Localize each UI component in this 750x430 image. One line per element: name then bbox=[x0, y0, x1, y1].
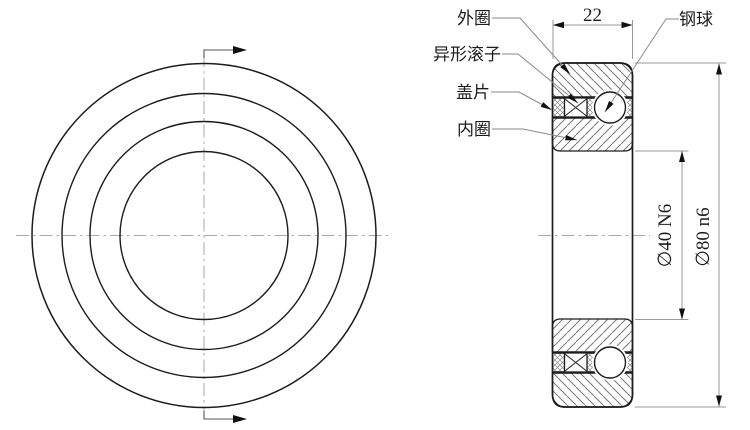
dimension-width-22: 22 bbox=[552, 5, 633, 59]
steel-ball-top bbox=[593, 91, 627, 124]
outer-ring-section-bottom bbox=[551, 371, 634, 408]
width-dimension-text: 22 bbox=[583, 5, 602, 26]
inner-ring-section-bottom bbox=[551, 318, 634, 354]
dimension-bore-40: ∅40 N6 bbox=[635, 150, 689, 320]
special-roller-top bbox=[563, 97, 588, 118]
outer-diameter-circle bbox=[31, 62, 377, 409]
inner-ring-section-top bbox=[551, 116, 634, 152]
label-outer-ring: 外圈 bbox=[457, 9, 571, 75]
steel-ball-bottom bbox=[593, 346, 627, 379]
section-arrow-bottom-head bbox=[233, 415, 247, 423]
special-roller-label-text: 异形滚子 bbox=[433, 45, 501, 64]
outer-ring-label-text: 外圈 bbox=[457, 9, 491, 28]
label-inner-ring: 内圈 bbox=[457, 120, 578, 141]
label-cover-plate: 盖片 bbox=[456, 83, 553, 111]
front-view bbox=[16, 46, 392, 423]
inner-ring-label-text: 内圈 bbox=[457, 120, 491, 139]
dimension-outer-80: ∅80 n6 bbox=[635, 62, 726, 408]
special-roller-bottom bbox=[563, 352, 588, 373]
bore-circle bbox=[119, 150, 289, 321]
section-arrow-top bbox=[203, 46, 247, 58]
section-view bbox=[538, 62, 650, 408]
inner-raceway-circle bbox=[89, 120, 319, 351]
label-special-roller: 异形滚子 bbox=[433, 45, 579, 104]
steel-ball-label-text: 钢球 bbox=[679, 10, 713, 29]
cover-plate-label-text: 盖片 bbox=[456, 83, 490, 102]
section-arrow-bottom bbox=[203, 411, 247, 423]
bore-dimension-text: ∅40 N6 bbox=[655, 204, 676, 268]
section-arrow-top-head bbox=[233, 46, 247, 54]
label-steel-ball: 钢球 bbox=[604, 10, 713, 113]
bearing-outline bbox=[551, 62, 634, 408]
outer-raceway-circle bbox=[61, 92, 347, 379]
outer-dimension-text: ∅80 n6 bbox=[693, 207, 714, 266]
